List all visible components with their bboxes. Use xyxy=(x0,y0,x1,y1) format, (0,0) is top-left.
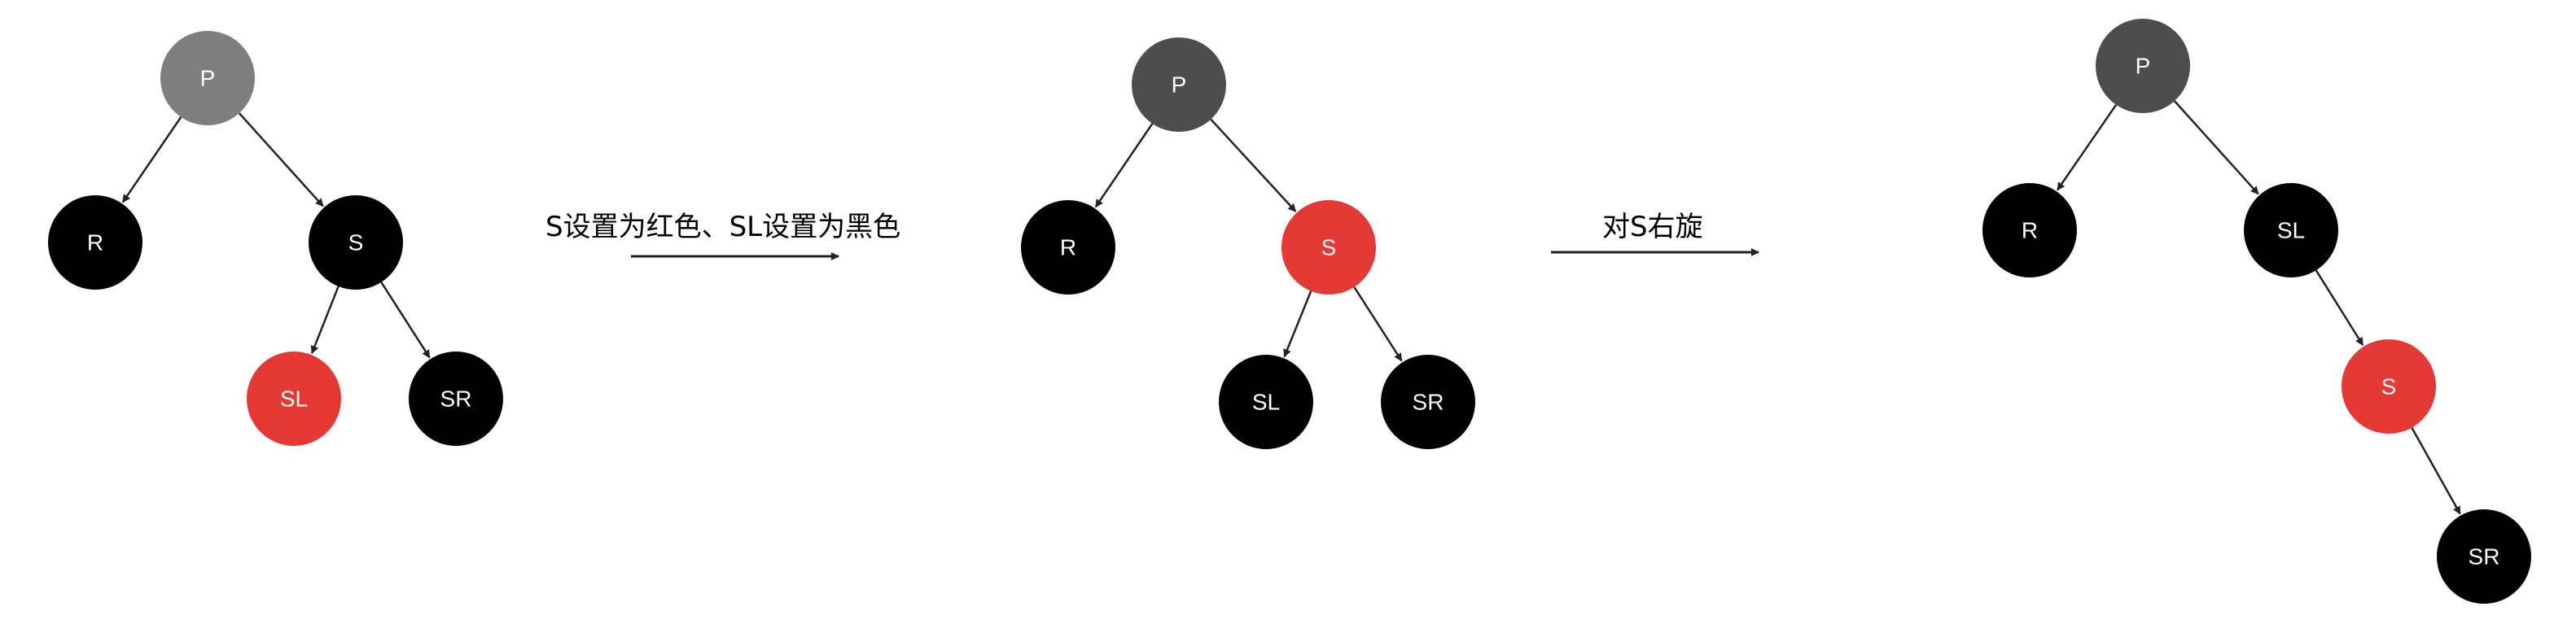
node-before-R: R xyxy=(48,195,142,290)
node-label-rotated-SR: SR xyxy=(2469,544,2500,570)
node-circle-rotated-R xyxy=(1982,183,2077,277)
node-label-before-S: S xyxy=(348,230,364,255)
node-label-rotated-R: R xyxy=(2022,218,2038,243)
node-rotated-R: R xyxy=(1982,183,2077,277)
node-recolored-S: S xyxy=(1281,200,1376,295)
node-circle-before-S xyxy=(309,195,403,290)
node-label-recolored-SL: SL xyxy=(1252,390,1280,415)
node-before-S: S xyxy=(309,195,403,290)
node-circle-before-SL xyxy=(247,351,341,446)
node-circle-recolored-SR xyxy=(1381,355,1475,449)
edge-recolored-P-R xyxy=(1094,123,1154,208)
node-label-before-SR: SR xyxy=(440,386,472,412)
node-circle-rotated-S xyxy=(2342,339,2436,434)
node-before-SR: SR xyxy=(409,351,503,446)
node-circle-recolored-P xyxy=(1132,37,1226,132)
node-circle-rotated-SL xyxy=(2244,183,2338,277)
edge-recolored-S-SL xyxy=(1283,290,1312,358)
edge-rotated-S-SR xyxy=(2411,426,2461,515)
node-rotated-P: P xyxy=(2096,19,2190,113)
node-label-before-SL: SL xyxy=(280,386,308,412)
node-circle-before-R xyxy=(48,195,142,290)
node-circle-before-SR xyxy=(409,351,503,446)
step-1-label: S设置为红色、SL设置为黑色 xyxy=(545,211,900,243)
edge-before-P-R xyxy=(121,116,182,203)
node-label-rotated-S: S xyxy=(2381,374,2397,400)
node-label-recolored-SR: SR xyxy=(1413,390,1444,415)
edge-before-S-SL xyxy=(310,286,340,355)
node-circle-rotated-SR xyxy=(2437,509,2531,604)
node-before-SL: SL xyxy=(247,351,341,446)
edge-before-P-S xyxy=(238,112,324,207)
node-circle-recolored-S xyxy=(1281,200,1376,295)
node-label-before-P: P xyxy=(200,66,216,91)
edge-recolored-S-SR xyxy=(1353,286,1403,362)
node-circle-recolored-SL xyxy=(1219,355,1313,449)
step-2-label: 对S右旋 xyxy=(1602,211,1703,243)
node-recolored-SL: SL xyxy=(1219,355,1313,449)
node-label-before-R: R xyxy=(87,230,103,255)
node-label-rotated-P: P xyxy=(2136,54,2151,79)
edge-rotated-SL-S xyxy=(2315,269,2364,346)
edge-rotated-P-R xyxy=(2056,104,2118,191)
node-recolored-P: P xyxy=(1132,37,1226,132)
node-rotated-S: S xyxy=(2342,339,2436,434)
node-circle-before-P xyxy=(160,31,255,125)
node-label-recolored-S: S xyxy=(1321,235,1337,260)
node-label-rotated-SL: SL xyxy=(2277,218,2305,243)
node-before-P: P xyxy=(160,31,255,125)
edge-before-S-SR xyxy=(380,282,431,359)
node-circle-rotated-P xyxy=(2096,19,2190,113)
node-label-recolored-P: P xyxy=(1172,72,1187,98)
node-circle-recolored-R xyxy=(1021,200,1115,295)
node-label-recolored-R: R xyxy=(1060,235,1076,260)
node-recolored-R: R xyxy=(1021,200,1115,295)
node-recolored-SR: SR xyxy=(1381,355,1475,449)
edge-recolored-P-S xyxy=(1210,118,1297,212)
node-rotated-SR: SR xyxy=(2437,509,2531,604)
node-rotated-SL: SL xyxy=(2244,183,2338,277)
edge-rotated-P-SL xyxy=(2173,100,2259,195)
